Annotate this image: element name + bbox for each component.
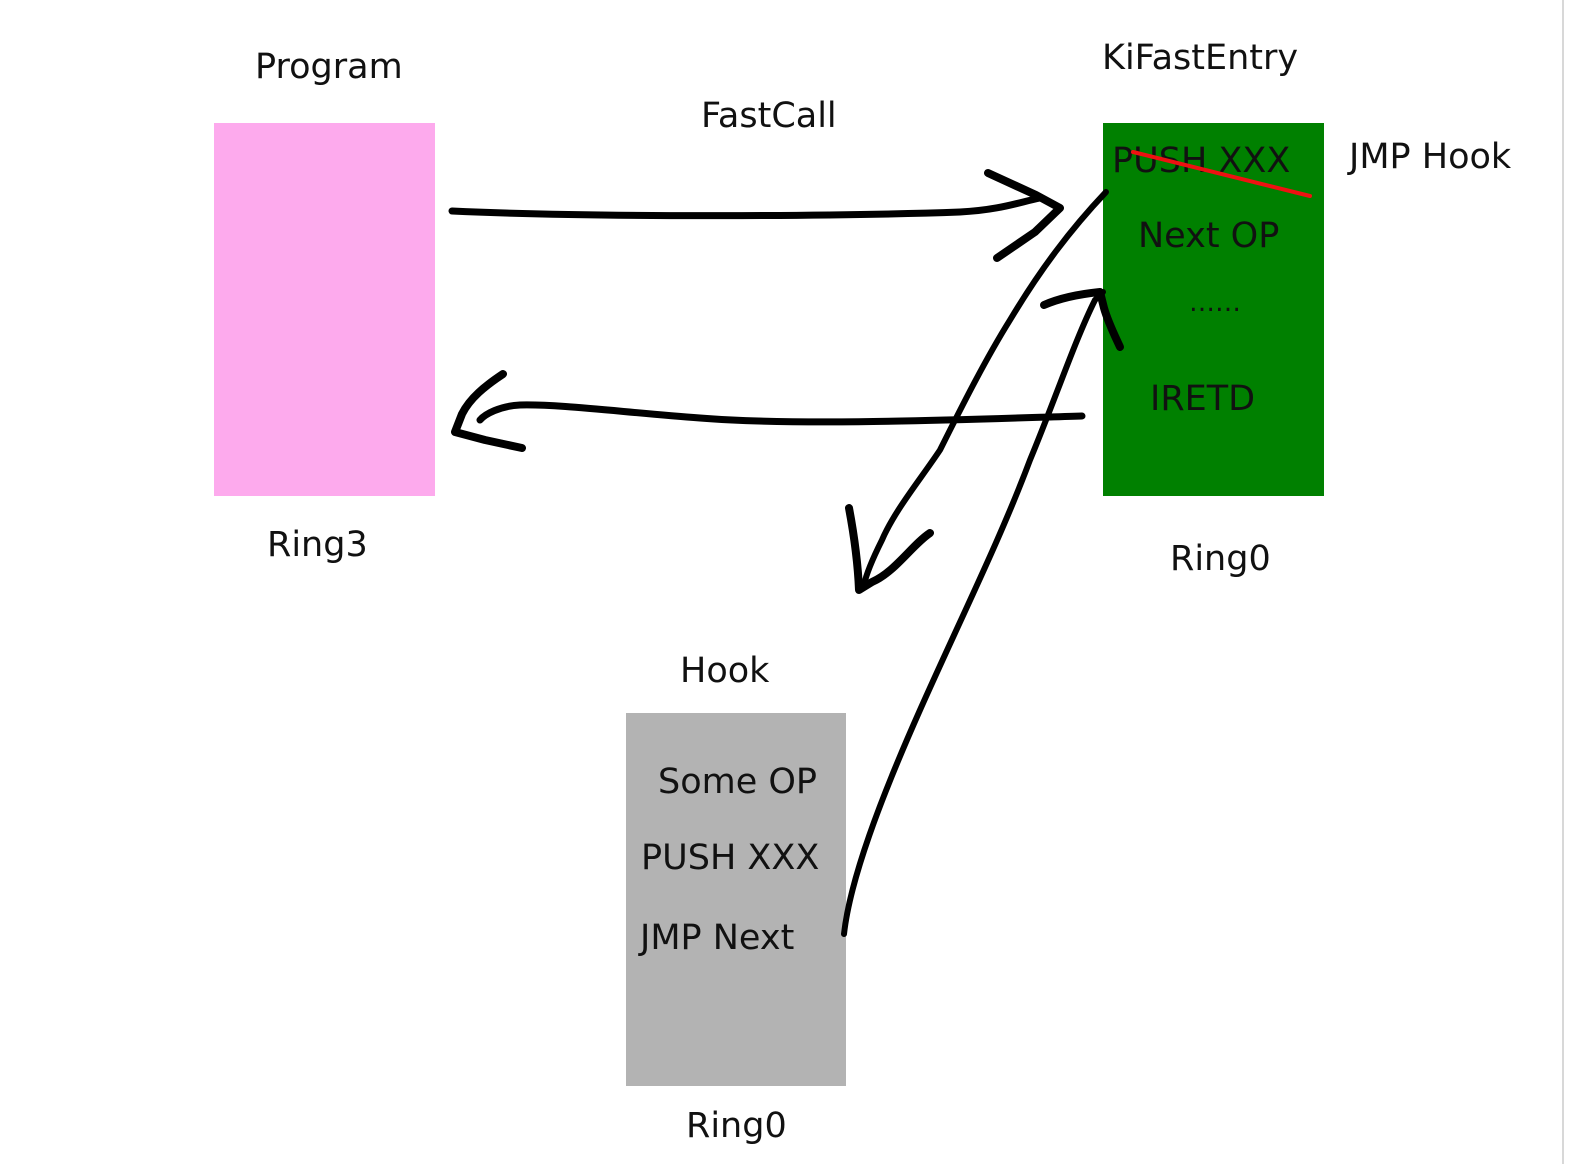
jmp-hook-arrow-head xyxy=(845,504,934,594)
program-title: Program xyxy=(255,47,403,87)
hook-line-some-op: Some OP xyxy=(658,762,818,802)
hook-line-jmp-next: JMP Next xyxy=(640,918,795,958)
fastcall-arrow-head xyxy=(984,169,1064,262)
kifastentry-line-iretd: IRETD xyxy=(1150,379,1256,419)
hook-title: Hook xyxy=(680,651,770,691)
program-box xyxy=(214,123,435,496)
return-arrow-shaft xyxy=(476,401,1086,426)
hook-box xyxy=(626,713,846,1086)
return-arrow-head xyxy=(451,370,526,452)
canvas-edge-divider xyxy=(1562,0,1564,1164)
kifastentry-line-next-op: Next OP xyxy=(1138,216,1280,256)
kifastentry-line-push: PUSH XXX xyxy=(1112,141,1291,181)
kifastentry-title: KiFastEntry xyxy=(1102,38,1299,78)
hook-line-push: PUSH XXX xyxy=(641,838,820,878)
fastcall-label: FastCall xyxy=(701,96,837,136)
program-ring-label: Ring3 xyxy=(267,525,368,565)
jmp-next-arrow-shaft xyxy=(841,289,1106,937)
kifastentry-line-ellipsis: …… xyxy=(1189,288,1241,318)
kifastentry-ring-label: Ring0 xyxy=(1170,539,1271,579)
jmp-hook-arrow-shaft xyxy=(861,189,1109,588)
fastcall-arrow-shaft xyxy=(448,194,1044,220)
hook-ring-label: Ring0 xyxy=(686,1106,787,1146)
jmp-hook-label: JMP Hook xyxy=(1349,137,1512,177)
